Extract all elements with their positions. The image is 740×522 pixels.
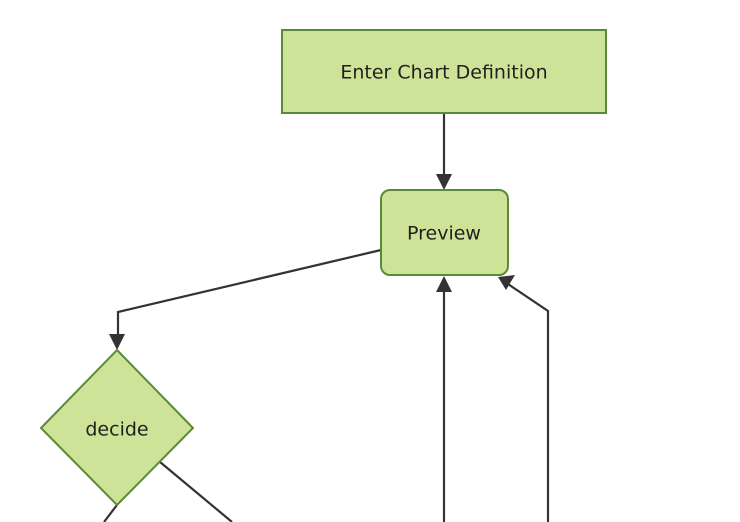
edge-line <box>116 248 382 342</box>
edge-enter-to-preview <box>436 113 452 190</box>
node-preview[interactable]: Preview <box>380 189 509 276</box>
node-label: Enter Chart Definition <box>340 62 547 84</box>
edge-line <box>103 504 118 522</box>
edge-up-into-preview-center <box>436 276 452 522</box>
edge-line <box>504 281 550 522</box>
edge-line <box>159 461 233 522</box>
edge-decide-bottom-left <box>103 504 118 522</box>
node-label: decide <box>85 419 148 441</box>
arrowhead-down-icon <box>436 174 452 190</box>
edge-preview-to-decide <box>109 248 382 350</box>
edge-decide-bottom-right <box>159 461 233 522</box>
node-enter-chart-definition[interactable]: Enter Chart Definition <box>281 29 607 114</box>
arrowhead-down-icon <box>109 334 125 350</box>
edge-up-into-preview-right <box>498 275 550 522</box>
arrowhead-upleft-icon <box>498 275 515 290</box>
node-label: Preview <box>407 223 481 245</box>
node-decide[interactable]: decide <box>39 348 195 507</box>
node-rect[interactable] <box>380 189 509 276</box>
node-rect[interactable] <box>281 29 607 114</box>
arrowhead-up-icon <box>436 276 452 292</box>
node-layer: Enter Chart Definition Preview decide <box>39 29 607 507</box>
node-diamond[interactable] <box>39 348 195 507</box>
edge-layer <box>103 113 550 522</box>
